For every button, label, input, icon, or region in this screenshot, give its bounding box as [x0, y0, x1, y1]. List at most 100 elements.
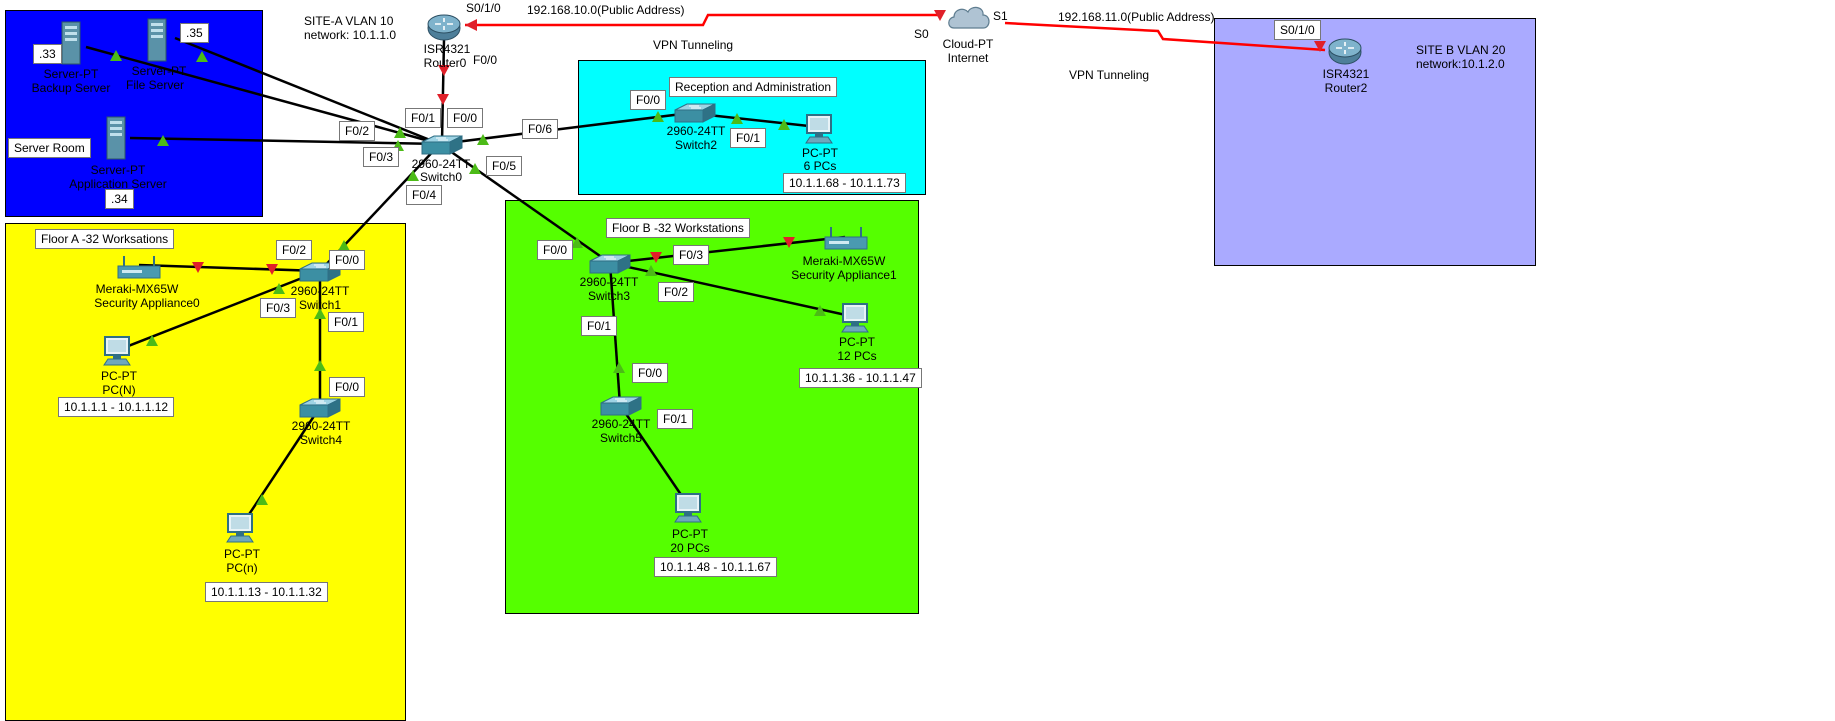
- switch0-model: 2960-24TT: [411, 157, 471, 171]
- meraki0-model: Meraki-MX65W: [95, 282, 179, 296]
- router2[interactable]: [1327, 38, 1363, 69]
- pc-floor-b2-range: 10.1.1.48 - 10.1.1.67: [654, 557, 777, 577]
- switch0-name: Switch0: [419, 170, 463, 184]
- switch5-model: 2960-24TT: [591, 417, 651, 431]
- port-sw0-f02: F0/2: [339, 121, 376, 141]
- server-icon: [147, 18, 167, 62]
- port-sw2-f00: F0/0: [630, 90, 667, 110]
- pc-floor-b2-model: PC-PT: [672, 527, 708, 541]
- switch3-model: 2960-24TT: [579, 275, 639, 289]
- pc-icon: [674, 493, 702, 523]
- serial-router0-cloud: [465, 13, 940, 27]
- switch-icon: [600, 396, 642, 416]
- port-sw2-f01: F0/1: [730, 128, 767, 148]
- backup-server-ip: .33: [33, 44, 62, 64]
- switch1-model: 2960-24TT: [290, 284, 350, 298]
- link-switch0-switch3: [439, 142, 611, 265]
- switch3-name: Switch3: [587, 289, 631, 303]
- wan-right-label: 192.168.11.0(Public Address): [1058, 10, 1215, 24]
- cloud-internet[interactable]: [946, 4, 992, 35]
- server-room-label: Server Room: [8, 138, 91, 158]
- port-sw1-f03: F0/3: [260, 298, 297, 318]
- pc-floor-a1-model: PC-PT: [101, 369, 137, 383]
- port-sw3-f02: F0/2: [658, 282, 695, 302]
- switch0[interactable]: [420, 134, 464, 159]
- link-up-marker: [273, 283, 285, 294]
- backup-server[interactable]: [59, 20, 85, 69]
- port-sw4-f00: F0/0: [329, 377, 366, 397]
- link-up-marker: [394, 127, 406, 138]
- app-server-ip: .34: [105, 189, 134, 209]
- pc-floor-a2-model: PC-PT: [224, 547, 260, 561]
- switch3[interactable]: [588, 253, 632, 278]
- site-b-line2: network:10.1.2.0: [1416, 57, 1505, 71]
- pc-icon: [103, 336, 131, 366]
- meraki0[interactable]: [116, 254, 162, 283]
- pc-floor-a1[interactable]: [102, 335, 132, 370]
- file-server[interactable]: [145, 17, 171, 66]
- switch5-name: Switch5: [599, 431, 643, 445]
- link-down-marker: [192, 262, 204, 273]
- backup-server-model: Server-PT: [43, 67, 99, 81]
- link-up-marker: [469, 163, 481, 174]
- port-r2-s010: S0/1/0: [1274, 20, 1321, 40]
- router0-name: Router0: [423, 56, 467, 70]
- link-router0-switch0: [440, 39, 446, 143]
- file-server-name: File Server: [125, 78, 185, 92]
- switch5[interactable]: [599, 395, 643, 420]
- port-sw0-f00: F0/0: [447, 108, 484, 128]
- link-up-marker: [157, 135, 169, 146]
- port-sw0-f04: F0/4: [406, 185, 443, 205]
- port-sw1-f01: F0/1: [328, 312, 365, 332]
- link-up-marker: [731, 113, 743, 124]
- link-up-marker: [778, 119, 790, 130]
- floor-b-area: [505, 200, 919, 614]
- cloud-model: Cloud-PT: [942, 37, 994, 51]
- application-server[interactable]: [104, 115, 130, 164]
- switch2[interactable]: [673, 102, 717, 127]
- reception-label: Reception and Administration: [669, 77, 838, 97]
- link-switch4-pc: [240, 406, 322, 526]
- pc-floor-b1-range: 10.1.1.36 - 10.1.1.47: [799, 368, 922, 388]
- router0[interactable]: [426, 14, 462, 45]
- pc-reception[interactable]: [804, 113, 834, 148]
- link-up-marker: [407, 170, 419, 181]
- site-a-line1: SITE-A VLAN 10: [304, 14, 394, 28]
- switch-icon: [589, 254, 631, 274]
- link-down-marker: [438, 65, 450, 76]
- port-sw0-f01: F0/1: [405, 108, 442, 128]
- switch2-model: 2960-24TT: [666, 124, 726, 138]
- switch4[interactable]: [298, 397, 342, 422]
- link-up-marker: [571, 237, 583, 248]
- security-appliance-icon: [824, 227, 868, 250]
- link-up-marker: [652, 111, 664, 122]
- pc-floor-a2[interactable]: [225, 512, 255, 547]
- pc-icon: [226, 513, 254, 543]
- app-server-model: Server-PT: [90, 163, 146, 177]
- switch-icon: [421, 135, 463, 155]
- link-up-marker: [338, 240, 350, 251]
- router2-name: Router2: [1324, 81, 1368, 95]
- link-down-marker: [1314, 41, 1326, 52]
- vpn-left-label: VPN Tunneling: [653, 38, 734, 52]
- link-down-marker: [437, 94, 449, 105]
- pc-floor-b2[interactable]: [673, 492, 703, 527]
- switch4-model: 2960-24TT: [291, 419, 351, 433]
- link-app-switch0: [129, 136, 441, 146]
- link-up-marker: [314, 360, 326, 371]
- pc-floor-b1-model: PC-PT: [839, 335, 875, 349]
- switch1-name: Switch1: [298, 298, 342, 312]
- meraki1-name: Security Appliance1: [791, 268, 897, 282]
- pc-floor-a2-range: 10.1.1.13 - 10.1.1.32: [205, 582, 328, 602]
- meraki1-model: Meraki-MX65W: [802, 254, 886, 268]
- link-down-marker: [934, 10, 946, 21]
- pc-reception-name: 6 PCs: [803, 159, 837, 173]
- pc-floor-b1[interactable]: [840, 302, 870, 337]
- port-sw3-f01: F0/1: [581, 316, 618, 336]
- backup-server-name: Backup Server: [31, 81, 111, 95]
- port-sw0-f06: F0/6: [522, 119, 559, 139]
- link-up-marker: [477, 134, 489, 145]
- port-r0-f00: F0/0: [473, 53, 498, 67]
- link-up-marker: [613, 362, 625, 373]
- meraki1[interactable]: [823, 225, 869, 254]
